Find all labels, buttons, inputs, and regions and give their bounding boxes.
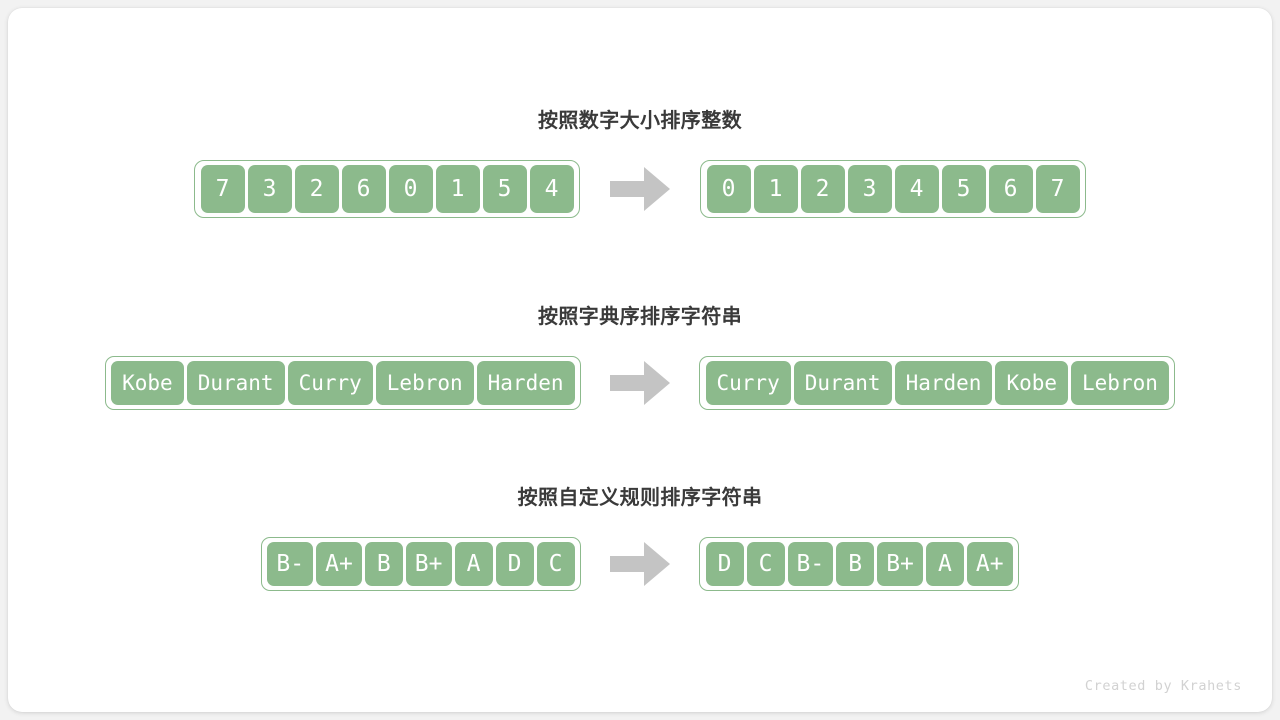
array-cell[interactable]: 3 [247, 165, 292, 213]
unsorted-array-strings: Kobe Durant Curry Lebron Harden [104, 356, 581, 410]
array-cell[interactable]: 0 [706, 165, 751, 213]
array-cell[interactable]: Durant [186, 361, 285, 405]
array-cell[interactable]: B- [267, 542, 314, 586]
array-cell[interactable]: A [925, 542, 964, 586]
array-cell[interactable]: B+ [877, 542, 923, 586]
array-cell[interactable]: Curry [705, 361, 791, 405]
array-cell[interactable]: B [364, 542, 403, 586]
array-cell[interactable]: Lebron [1071, 361, 1169, 405]
sorted-array-integers: 0 1 2 3 4 5 6 7 [700, 160, 1086, 218]
array-cell[interactable]: Curry [287, 361, 373, 405]
array-cell[interactable]: B [836, 542, 875, 586]
section-row-sort-integers-by-value: 7 3 2 6 0 1 5 4 0 1 2 [8, 160, 1272, 218]
section-title-sort-integers-by-value: 按照数字大小排序整数 [538, 110, 742, 132]
array-cell[interactable]: 1 [753, 165, 798, 213]
array-cell[interactable]: 5 [941, 165, 986, 213]
array-cell[interactable]: D [705, 542, 744, 586]
array-cell[interactable]: 0 [388, 165, 433, 213]
array-cell[interactable]: B- [787, 542, 834, 586]
arrow-gap [581, 359, 699, 407]
array-cell[interactable]: 6 [988, 165, 1033, 213]
sorted-array-grades: D C B- B B+ A A+ [699, 537, 1020, 591]
section-sort-strings-lexicographic: 按照字典序排序字符串 Kobe Durant Curry Lebron Hard… [8, 300, 1272, 410]
section-sort-integers-by-value: 按照数字大小排序整数 7 3 2 6 0 1 5 4 [8, 104, 1272, 218]
arrow-right-icon [610, 542, 670, 586]
section-sort-strings-custom-rule: 按照自定义规则排序字符串 B- A+ B B+ A D C [8, 481, 1272, 591]
array-cell[interactable]: 7 [200, 165, 245, 213]
array-cell[interactable]: 4 [529, 165, 574, 213]
array-cell[interactable]: Kobe [995, 361, 1069, 405]
array-cell[interactable]: Kobe [111, 361, 184, 405]
unsorted-array-integers: 7 3 2 6 0 1 5 4 [194, 160, 580, 218]
credit-text: Created by Krahets [1084, 678, 1242, 694]
array-cell[interactable]: 2 [294, 165, 339, 213]
figure-card: 按照数字大小排序整数 7 3 2 6 0 1 5 4 [8, 8, 1272, 712]
array-cell[interactable]: 7 [1035, 165, 1080, 213]
unsorted-array-grades: B- A+ B B+ A D C [260, 537, 581, 591]
array-cell[interactable]: C [536, 542, 575, 586]
section-title-sort-strings-lexicographic: 按照字典序排序字符串 [538, 306, 742, 328]
section-title-sort-strings-custom-rule: 按照自定义规则排序字符串 [517, 487, 763, 509]
array-cell[interactable]: Harden [894, 361, 993, 405]
array-cell[interactable]: A [454, 542, 493, 586]
array-cell[interactable]: Harden [476, 361, 575, 405]
array-cell[interactable]: A+ [316, 542, 362, 586]
array-cell[interactable]: 2 [800, 165, 845, 213]
section-row-sort-strings-custom-rule: B- A+ B B+ A D C D C B- B [8, 537, 1272, 591]
arrow-right-icon [610, 167, 670, 211]
arrow-right-icon [610, 361, 670, 405]
array-cell[interactable]: D [495, 542, 534, 586]
sorted-array-strings: Curry Durant Harden Kobe Lebron [699, 356, 1176, 410]
array-cell[interactable]: 5 [482, 165, 527, 213]
array-cell[interactable]: A+ [966, 542, 1013, 586]
array-cell[interactable]: Durant [793, 361, 892, 405]
array-cell[interactable]: Lebron [375, 361, 474, 405]
array-cell[interactable]: C [746, 542, 785, 586]
array-cell[interactable]: 4 [894, 165, 939, 213]
array-cell[interactable]: 1 [435, 165, 480, 213]
array-cell[interactable]: B+ [405, 542, 452, 586]
array-cell[interactable]: 3 [847, 165, 892, 213]
section-row-sort-strings-lexicographic: Kobe Durant Curry Lebron Harden Curry Du… [8, 356, 1272, 410]
array-cell[interactable]: 6 [341, 165, 386, 213]
arrow-gap [580, 165, 700, 213]
arrow-gap [581, 540, 699, 588]
